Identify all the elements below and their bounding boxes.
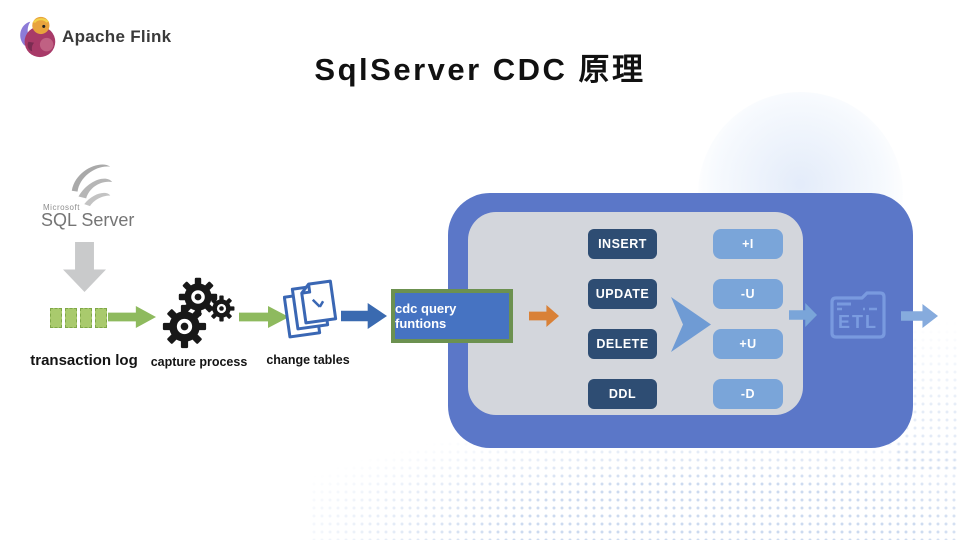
flow-arrow-icon (239, 306, 289, 328)
event-plus-u: +U (713, 329, 783, 359)
brand-name: Apache Flink (62, 27, 172, 46)
event-minus-u: -U (713, 279, 783, 309)
change-tables-label: change tables (266, 353, 350, 367)
etl-folder-icon: ETL (830, 291, 886, 339)
operation-ddl: DDL (588, 379, 657, 409)
change-tables-icon (283, 279, 338, 339)
sqlserver-product-label: SQL Server (41, 210, 135, 230)
operation-delete: DELETE (588, 329, 657, 359)
flink-logo-icon (20, 16, 56, 58)
capture-process-label: capture process (150, 355, 248, 369)
transaction-log-blocks-icon (50, 308, 107, 328)
flow-arrow-icon (108, 306, 156, 328)
cdc-query-functions-button: cdc query funtions (391, 289, 513, 343)
flow-arrow-icon (341, 303, 387, 329)
down-arrow-icon (63, 242, 106, 292)
event-plus-i: +I (713, 229, 783, 259)
gears-icon (162, 277, 235, 349)
transaction-log-label: transaction log (30, 352, 138, 369)
sqlserver-swirl-icon (71, 164, 113, 207)
sqlserver-vendor-label: Microsoft (43, 203, 80, 212)
page-title: SqlServer CDC 原理 (314, 52, 646, 87)
operation-update: UPDATE (588, 279, 657, 309)
dot-pattern-background (310, 432, 960, 540)
etl-label: ETL (838, 312, 878, 332)
operation-insert: INSERT (588, 229, 657, 259)
event-minus-d: -D (713, 379, 783, 409)
